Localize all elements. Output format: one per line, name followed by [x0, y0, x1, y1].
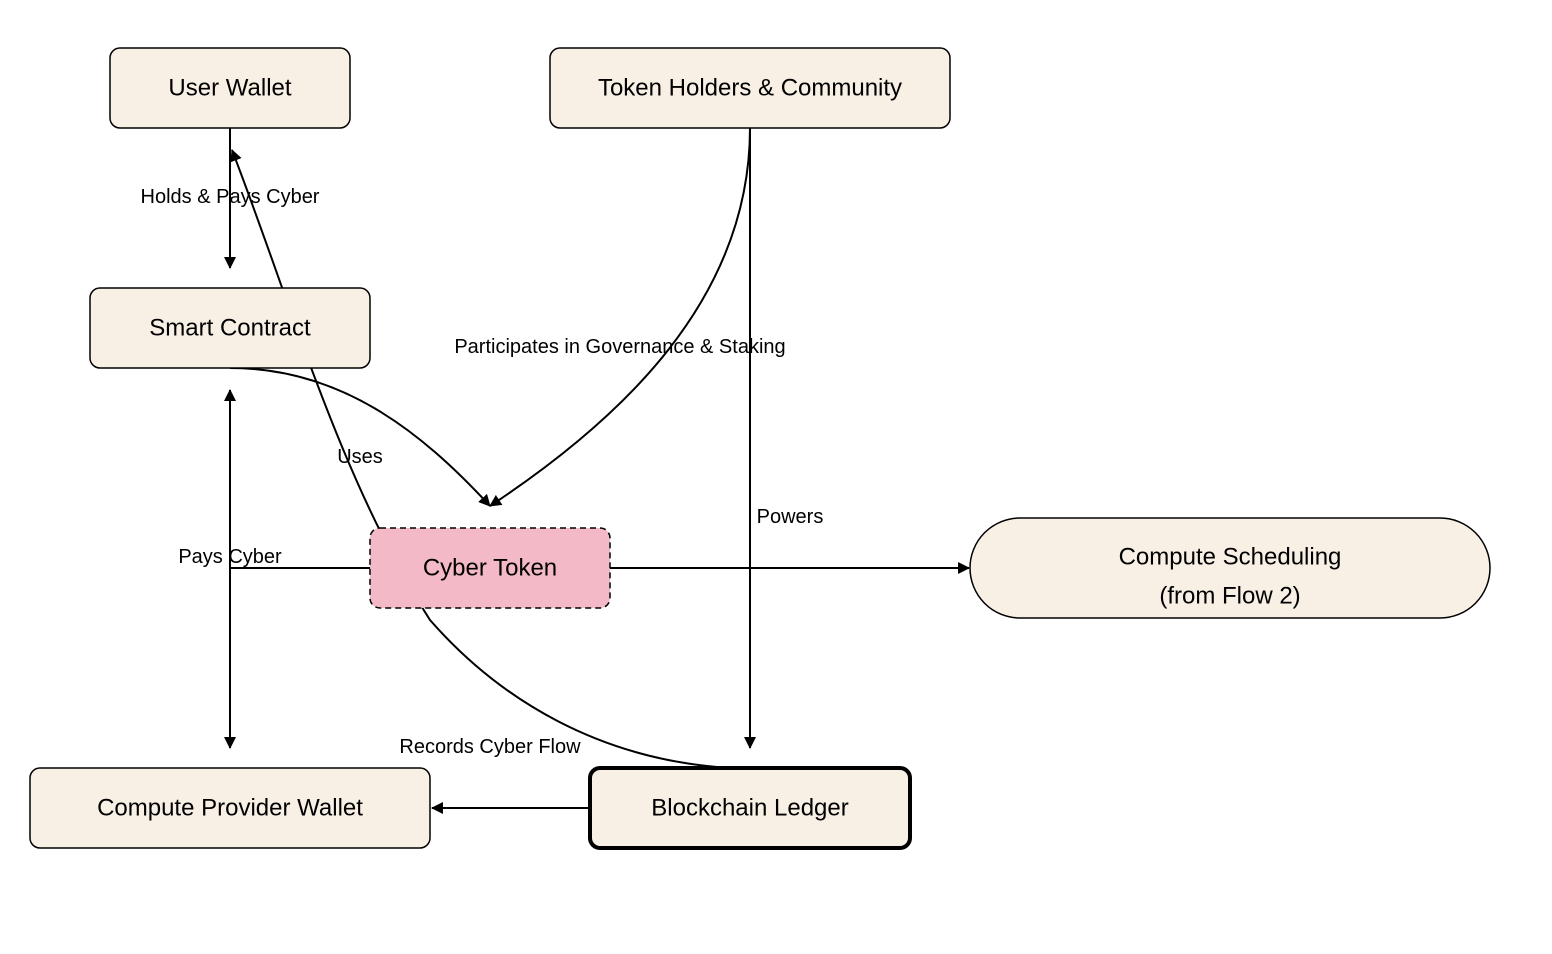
node-compute-provider-wallet-box	[29, 767, 431, 849]
node-compute-scheduling: Compute Scheduling (from Flow 2)	[969, 517, 1491, 619]
node-cyber-token-box	[369, 527, 611, 609]
edge-label-pays-cyber: Pays Cyber	[178, 546, 282, 568]
node-compute-scheduling-box	[969, 517, 1491, 619]
node-user-wallet-label: User Wallet	[168, 75, 291, 102]
node-compute-scheduling-label-line1: Compute Scheduling	[1119, 544, 1342, 571]
node-smart-contract-box	[89, 287, 371, 369]
node-smart-contract: Smart Contract	[89, 287, 371, 369]
node-user-wallet: User Wallet	[109, 47, 351, 129]
edge-label-powers: Powers	[757, 506, 824, 528]
edge-token-holders-to-cyber-token	[489, 127, 751, 507]
edge-smart-contract-to-cyber-token	[229, 367, 491, 507]
node-blockchain-ledger: Blockchain Ledger	[588, 766, 912, 850]
edge-label-holds-pays: Holds & Pays Cyber	[141, 186, 320, 208]
edge-blockchain-ledger-to-user-wallet	[230, 149, 731, 769]
node-compute-scheduling-label-line2: (from Flow 2)	[1159, 583, 1300, 610]
node-blockchain-ledger-label: Blockchain Ledger	[651, 795, 848, 822]
edge-label-uses: Uses	[337, 446, 383, 468]
node-token-holders-box	[549, 47, 951, 129]
edge-label-governance: Participates in Governance & Staking	[454, 336, 785, 358]
edge-label-records-flow: Records Cyber Flow	[399, 736, 581, 758]
node-cyber-token-label: Cyber Token	[423, 555, 557, 582]
node-user-wallet-box	[109, 47, 351, 129]
node-token-holders: Token Holders & Community	[549, 47, 951, 129]
node-smart-contract-label: Smart Contract	[149, 315, 311, 342]
node-cyber-token: Cyber Token	[369, 527, 611, 609]
node-token-holders-label: Token Holders & Community	[598, 75, 902, 102]
node-blockchain-ledger-box	[588, 766, 912, 850]
node-compute-provider-wallet-label: Compute Provider Wallet	[97, 795, 363, 822]
node-compute-provider-wallet: Compute Provider Wallet	[29, 767, 431, 849]
